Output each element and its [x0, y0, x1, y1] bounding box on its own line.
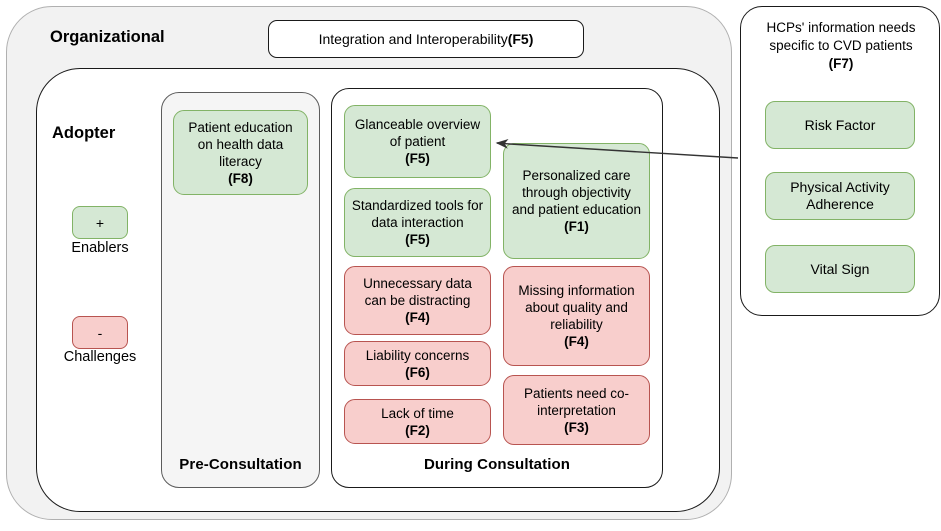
node-f8-code: (F8)	[228, 170, 253, 186]
node-f4b-text: Missing information about quality and re…	[518, 283, 635, 332]
phase-label-pre-consultation: Pre-Consultation	[179, 456, 302, 473]
node-patient-education-f8[interactable]: Patient education on health data literac…	[173, 110, 308, 195]
hcp-item-risk-factor-label: Risk Factor	[804, 116, 876, 133]
node-glanceable-overview-f5[interactable]: Glanceable overview of patient (F5)	[344, 105, 491, 178]
node-f5b-text: Standardized tools for data interaction	[351, 198, 484, 230]
hcp-panel-title: HCPs' information needs specific to CVD …	[751, 19, 931, 73]
node-personalized-care-f1[interactable]: Personalized care through objectivity an…	[503, 143, 650, 259]
node-lack-of-time-f2[interactable]: Lack of time (F2)	[344, 399, 491, 444]
legend-label-enablers: Enablers	[71, 240, 129, 256]
node-co-interpretation-f3[interactable]: Patients need co-interpretation (F3)	[503, 375, 650, 445]
node-liability-concerns-f6[interactable]: Liability concerns (F6)	[344, 341, 491, 386]
node-f4a-code: (F4)	[405, 310, 430, 325]
node-integration-code: (F5)	[507, 30, 534, 47]
node-missing-information-f4[interactable]: Missing information about quality and re…	[503, 266, 650, 366]
node-unnecessary-data-f4[interactable]: Unnecessary data can be distracting (F4)	[344, 266, 491, 335]
organizational-title: Organizational	[50, 28, 165, 46]
node-standardized-tools-f5[interactable]: Standardized tools for data interaction …	[344, 188, 491, 257]
node-f8-text: Patient education on health data literac…	[188, 119, 293, 169]
node-integration-text: Integration and Interoperability	[318, 30, 508, 47]
node-f2-text: Lack of time	[381, 405, 454, 421]
hcp-panel-title-text: HCPs' information needs specific to CVD …	[766, 20, 916, 53]
hcp-item-physical-activity-adherence-label: Physical Activity Adherence	[790, 179, 890, 212]
legend-swatch-challenges: -	[72, 316, 128, 349]
node-f1-code: (F1)	[564, 219, 589, 234]
hcp-item-physical-activity-adherence[interactable]: Physical Activity Adherence	[765, 172, 915, 220]
node-integration-interoperability[interactable]: Integration and Interoperability (F5)	[268, 20, 584, 58]
node-f3-code: (F3)	[564, 419, 589, 435]
legend-enabler-symbol: +	[95, 214, 105, 231]
node-f5b-code: (F5)	[405, 232, 430, 247]
node-f6-text: Liability concerns	[365, 347, 470, 363]
node-f4a-text: Unnecessary data can be distracting	[363, 276, 472, 308]
phase-label-during-consultation: During Consultation	[423, 456, 571, 473]
legend-label-challenges: Challenges	[63, 349, 137, 365]
hcp-panel-title-code: (F7)	[828, 56, 854, 71]
hcp-item-vital-sign[interactable]: Vital Sign	[765, 245, 915, 293]
legend-swatch-enablers: +	[72, 206, 128, 239]
node-f1-text: Personalized care through objectivity an…	[511, 168, 642, 217]
hcp-item-risk-factor[interactable]: Risk Factor	[765, 101, 915, 149]
node-f5a-text: Glanceable overview of patient	[354, 117, 481, 149]
node-f4b-code: (F4)	[564, 334, 589, 349]
adopter-title: Adopter	[52, 124, 116, 142]
node-f5a-code: (F5)	[405, 151, 430, 166]
node-f3-text: Patients need co-interpretation	[523, 385, 630, 418]
node-f6-code: (F6)	[405, 364, 430, 380]
hcp-item-vital-sign-label: Vital Sign	[810, 260, 870, 277]
node-f2-code: (F2)	[405, 422, 430, 438]
legend-challenge-symbol: -	[97, 324, 103, 341]
